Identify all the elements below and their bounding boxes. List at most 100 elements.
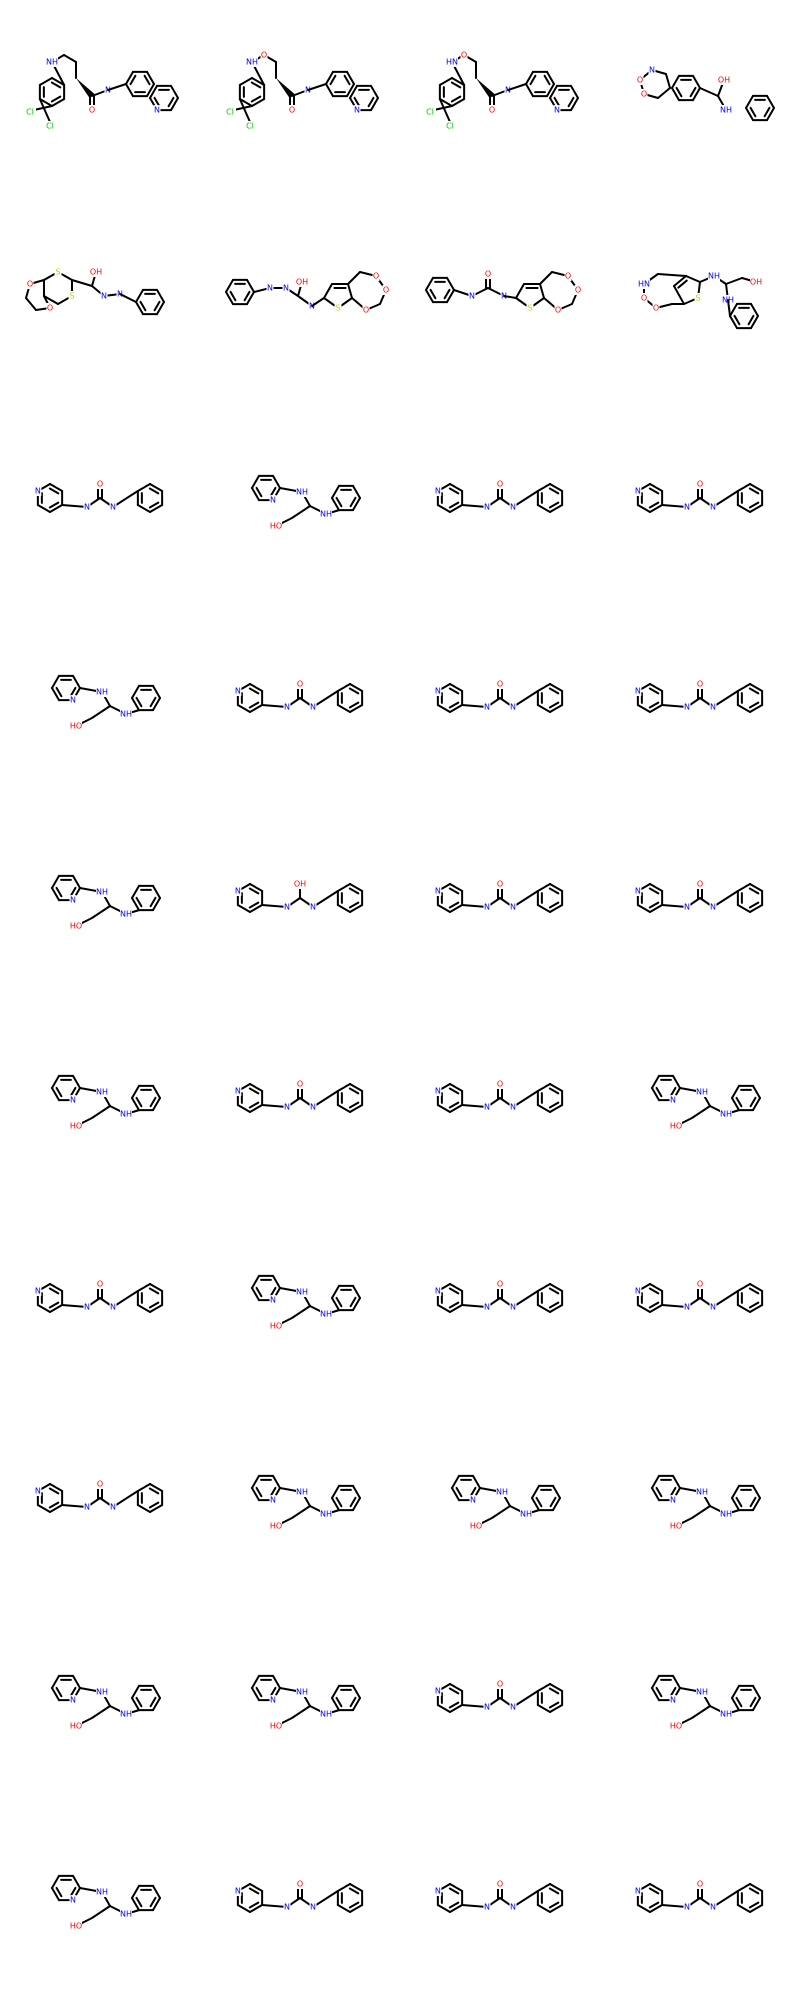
atom-label-background [320,509,332,519]
bond [748,1287,760,1295]
bond [512,1290,539,1308]
bond [748,887,760,895]
atom-label-background [434,686,442,696]
bond [669,1686,677,1698]
bond [251,1487,260,1502]
bond [748,501,760,509]
bond [748,1301,760,1309]
bond [50,81,62,89]
bond [135,1696,143,1708]
bond [236,904,251,913]
bond [72,1074,81,1089]
atom-label-n_arom: N [435,1087,441,1096]
bond [549,1304,564,1313]
bond [352,1484,361,1499]
bond [669,1086,677,1098]
atom-label-background [709,1902,717,1912]
atom-label-nh2: NH [720,1510,732,1519]
atom-label-cl1: Cl [26,108,34,117]
bond [48,1287,60,1295]
atom-label-background [434,1086,442,1096]
atom-label-background [269,1695,277,1706]
bond [312,690,339,708]
atom-label-background [469,1495,477,1506]
bond [745,107,754,122]
bond [146,70,155,85]
bond [727,299,731,317]
atom-label-background [444,121,456,131]
bond [348,1101,360,1109]
bond [536,504,551,513]
atom-label-n_arom: N [354,106,360,115]
bond [736,704,751,713]
bond [548,901,560,909]
bond [448,901,460,909]
atom-label-nh1: NH [296,1688,308,1697]
bond [236,704,251,713]
bond [349,1296,357,1308]
bond [548,1087,560,1095]
bond [731,1684,740,1699]
bond [149,504,164,513]
bond [449,1904,464,1913]
atom-label-n_arom: N [435,1687,441,1696]
bond [152,1684,161,1699]
bond [729,315,738,330]
atom-label-nh1: N [484,1903,490,1912]
atom-label-o: O [697,880,703,889]
atom-label-background [296,277,308,287]
bond [51,1087,60,1102]
atom-label-background [246,57,258,67]
bond [312,890,339,908]
bond [449,483,464,492]
bond [91,1105,111,1119]
bond [348,1087,360,1095]
bond [548,487,560,495]
atom-label-s: S [695,294,700,303]
atom-label-background [470,1521,482,1531]
atom-label-nh2: NH [120,1710,132,1719]
atom-label-background [709,702,717,712]
atom-label-nh2: NH [120,910,132,919]
bond [736,1304,751,1313]
bond [461,1704,488,1708]
bond [429,288,437,300]
atom-label-background [670,1721,682,1731]
atom-label-background [96,1279,104,1289]
atom-label-background [334,303,342,313]
atom-label-background [234,1886,242,1896]
atom-label-background [509,1702,517,1712]
atom-label-background [68,291,76,301]
atom-label-o1: O [641,294,647,303]
bond [349,683,364,692]
bond [735,1096,743,1108]
bond [731,1697,740,1712]
bond [38,77,53,86]
bond [691,1505,711,1519]
atom-label-nh1: NH [496,1488,508,1497]
atom-label-background [640,293,648,303]
atom-label-background [120,1109,132,1119]
atom-label-ho: HO [70,722,82,731]
bond [749,1096,757,1108]
bond [672,1074,681,1089]
bond [48,487,60,495]
bond [648,1901,660,1909]
bond [673,285,685,305]
bond [448,501,460,509]
bond [311,297,325,307]
atom-label-background [320,1309,332,1319]
atom-label-o: O [97,480,103,489]
atom-label-background [70,1121,82,1131]
bond [125,83,134,98]
bond [649,904,664,913]
bond [135,896,143,908]
